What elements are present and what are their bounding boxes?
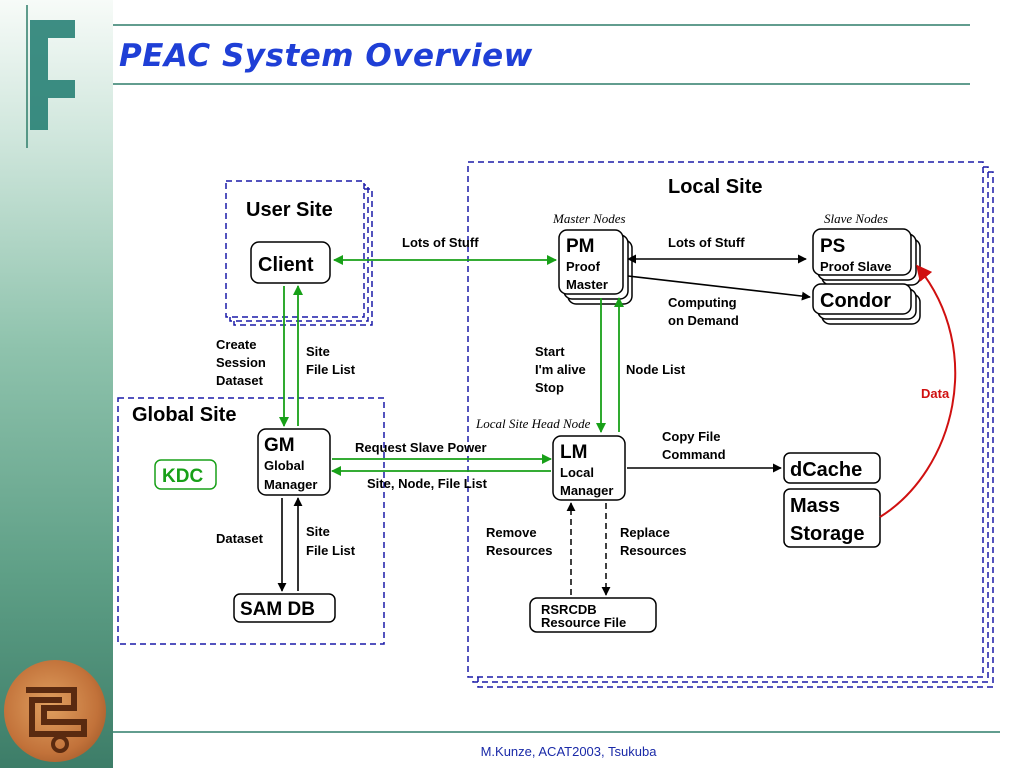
replace-label-2: Resources — [620, 543, 686, 558]
kdc-label: KDC — [162, 466, 203, 487]
ps-sub: Proof Slave — [820, 259, 892, 274]
sam-db-node — [233, 593, 336, 623]
dcache-node — [783, 452, 881, 484]
local-site-label: Local Site — [668, 176, 762, 198]
pm-ps-label: Lots of Stuff — [668, 235, 745, 250]
create-label-1: Create — [216, 337, 256, 352]
ps-title: PS — [820, 236, 845, 257]
proof-slave-node — [812, 228, 921, 286]
copy-label-2: Command — [662, 447, 726, 462]
start-label: Start — [535, 344, 565, 359]
decorative-sidebar — [0, 0, 113, 768]
create-label-2: Session — [216, 355, 266, 370]
gm-title: GM — [264, 435, 295, 456]
rsrcdb-label-2: Resource File — [541, 615, 626, 630]
local-manager-node — [552, 435, 626, 501]
mass-storage-label-2: Storage — [790, 523, 864, 545]
lm-sub1: Local — [560, 465, 594, 480]
node-list-label: Node List — [626, 362, 686, 377]
dataset-label: Dataset — [216, 531, 264, 546]
remove-label-2: Resources — [486, 543, 552, 558]
pm-sub1: Proof — [566, 259, 601, 274]
client-pm-label: Lots of Stuff — [402, 235, 479, 250]
request-slave-label: Request Slave Power — [355, 440, 487, 455]
site-file-label-2a: Site — [306, 524, 330, 539]
footer-credit: M.Kunze, ACAT2003, Tsukuba — [0, 744, 1024, 759]
mass-storage-label-1: Mass — [790, 495, 840, 517]
computing-label-2: on Demand — [668, 313, 739, 328]
data-label: Data — [921, 386, 950, 401]
pm-sub2: Master — [566, 277, 608, 292]
mass-storage-node — [783, 488, 881, 548]
page-title: PEAC System Overview — [119, 38, 533, 74]
condor-node — [812, 283, 921, 325]
global-site-region — [117, 397, 385, 645]
site-file-label-1a: Site — [306, 344, 330, 359]
create-label-3: Dataset — [216, 373, 264, 388]
local-head-node-label: Local Site Head Node — [475, 416, 591, 431]
master-nodes-label: Master Nodes — [552, 211, 626, 226]
pm-title: PM — [566, 236, 595, 257]
logo-glyph — [26, 687, 87, 753]
remove-label-1: Remove — [486, 525, 537, 540]
user-site-label: User Site — [246, 199, 333, 221]
slave-nodes-label: Slave Nodes — [824, 211, 888, 226]
client-node — [250, 241, 331, 284]
client-label: Client — [258, 254, 314, 276]
pm-condor-arrow — [627, 275, 811, 301]
rsrcdb-label-1: RSRCDB — [541, 602, 597, 617]
slide-rules — [26, 5, 1000, 733]
copy-label-1: Copy File — [662, 429, 721, 444]
kdc-node — [154, 459, 217, 490]
site-file-label-1b: File List — [306, 362, 356, 377]
dcache-label: dCache — [790, 459, 862, 481]
replace-label-1: Replace — [620, 525, 670, 540]
global-manager-node — [257, 428, 331, 496]
site-node-file-label: Site, Node, File List — [367, 476, 488, 491]
condor-label: Condor — [820, 290, 891, 312]
data-flow-arrow — [879, 264, 957, 518]
sam-db-label: SAM DB — [240, 599, 315, 620]
stop-label: Stop — [535, 380, 564, 395]
alive-label: I'm alive — [535, 362, 586, 377]
gm-sub1: Global — [264, 458, 304, 473]
rsrcdb-node — [529, 597, 657, 633]
global-site-label: Global Site — [132, 404, 236, 426]
site-file-label-2b: File List — [306, 543, 356, 558]
conference-logo — [4, 660, 106, 762]
proof-master-node — [558, 229, 633, 305]
gm-sub2: Manager — [264, 477, 317, 492]
lm-sub2: Manager — [560, 483, 613, 498]
footer-text: M.Kunze, ACAT2003, Tsukuba — [480, 744, 657, 759]
computing-label-1: Computing — [668, 295, 737, 310]
lm-title: LM — [560, 442, 587, 463]
